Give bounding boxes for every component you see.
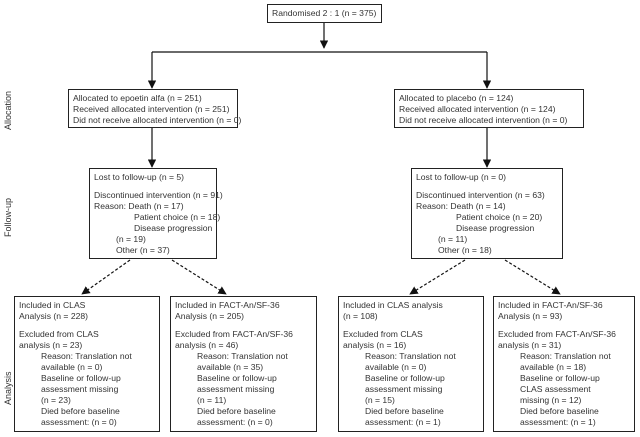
- died-n: assessment: (n = 1): [365, 417, 441, 427]
- included-n: Analysis (n = 205): [175, 311, 245, 321]
- baseline-line: Baseline or follow-up: [197, 373, 277, 383]
- died-line: Died before baseline: [365, 406, 444, 416]
- baseline-n: (n = 23): [41, 395, 71, 405]
- analysis-box-placebo-fact: Included in FACT-An/SF-36 Analysis (n = …: [493, 296, 635, 432]
- analysis-box-epoetin-fact: Included in FACT-An/SF-36 Analysis (n = …: [170, 296, 317, 432]
- arrow-to-fact-right: [504, 259, 561, 295]
- disease-progression: Disease progression: [134, 223, 213, 233]
- baseline-line: CLAS assessment: [520, 384, 591, 394]
- reason-line: Reason: Translation not: [197, 351, 288, 361]
- baseline-line: assessment missing: [365, 384, 443, 394]
- died-n: assessment: (n = 1): [520, 417, 596, 427]
- randomised-text: Randomised 2 : 1 (n = 375): [272, 8, 377, 18]
- discontinued: Discontinued intervention (n = 91): [94, 190, 223, 200]
- excluded-n: analysis (n = 16): [343, 340, 407, 350]
- reason-n: available (n = 0): [41, 362, 103, 372]
- baseline-line: Baseline or follow-up: [520, 373, 600, 383]
- arrow-to-fact-left: [171, 259, 227, 295]
- followup-box-epoetin: Lost to follow-up (n = 5) Discontinued i…: [89, 168, 223, 259]
- died-line: Died before baseline: [41, 406, 120, 416]
- reason-line: Reason: Translation not: [365, 351, 456, 361]
- reason-n: available (n = 18): [520, 362, 587, 372]
- excluded-n: analysis (n = 31): [498, 340, 562, 350]
- included-line: Included in CLAS analysis: [343, 300, 443, 310]
- excluded-n: analysis (n = 46): [175, 340, 239, 350]
- included-line: Included in CLAS: [19, 300, 86, 310]
- died-n: assessment: (n = 0): [41, 417, 117, 427]
- excluded-line: Excluded from CLAS: [19, 329, 99, 339]
- died-n: assessment: (n = 0): [197, 417, 273, 427]
- allocation-line: Received allocated intervention (n = 124…: [399, 104, 556, 114]
- included-line: Included in FACT-An/SF-36: [175, 300, 280, 310]
- stage-label-follow-up: Follow-up: [3, 197, 13, 237]
- allocation-line: Received allocated intervention (n = 251…: [73, 104, 230, 114]
- analysis-box-epoetin-clas: Included in CLAS Analysis (n = 228) Excl…: [14, 296, 160, 432]
- died-line: Died before baseline: [520, 406, 599, 416]
- baseline-line: assessment missing: [197, 384, 275, 394]
- included-n: Analysis (n = 228): [19, 311, 89, 321]
- excluded-line: Excluded from FACT-An/SF-36: [175, 329, 293, 339]
- patient-choice: Patient choice (n = 20): [456, 212, 543, 222]
- stage-label-allocation: Allocation: [3, 90, 13, 130]
- reason-line: Reason: Translation not: [41, 351, 132, 361]
- excluded-line: Excluded from CLAS: [343, 329, 423, 339]
- reason-death: Reason: Death (n = 17): [94, 201, 184, 211]
- baseline-line: Baseline or follow-up: [41, 373, 121, 383]
- baseline-line: assessment missing: [41, 384, 119, 394]
- arrow-to-clas-right: [409, 259, 466, 295]
- excluded-n: analysis (n = 23): [19, 340, 83, 350]
- baseline-n: (n = 11): [197, 395, 227, 405]
- arrow-to-clas-left: [81, 259, 131, 295]
- other: Other (n = 37): [116, 245, 170, 255]
- other: Other (n = 18): [438, 245, 492, 255]
- baseline-n: (n = 15): [365, 395, 395, 405]
- included-line: Included in FACT-An/SF-36: [498, 300, 603, 310]
- analysis-box-placebo-clas: Included in CLAS analysis (n = 108) Excl…: [338, 296, 484, 432]
- disease-progression: Disease progression: [456, 223, 535, 233]
- lost-to-followup: Lost to follow-up (n = 5): [94, 172, 185, 182]
- reason-n: available (n = 0): [365, 362, 427, 372]
- included-n: (n = 108): [343, 311, 378, 321]
- included-n: Analysis (n = 93): [498, 311, 563, 321]
- reason-n: available (n = 35): [197, 362, 264, 372]
- patient-choice: Patient choice (n = 18): [134, 212, 221, 222]
- disease-progression-n: (n = 19): [116, 234, 146, 244]
- excluded-line: Excluded from FACT-An/SF-36: [498, 329, 616, 339]
- allocation-line: Did not receive allocated intervention (…: [399, 115, 568, 125]
- stage-label-analysis: Analysis: [3, 371, 13, 405]
- baseline-n: missing (n = 12): [520, 395, 582, 405]
- allocation-line: Did not receive allocated intervention (…: [73, 115, 242, 125]
- reason-death: Reason: Death (n = 14): [416, 201, 506, 211]
- died-line: Died before baseline: [197, 406, 276, 416]
- baseline-line: Baseline or follow-up: [365, 373, 445, 383]
- allocation-box-epoetin: Allocated to epoetin alfa (n = 251) Rece…: [68, 89, 242, 128]
- discontinued: Discontinued intervention (n = 63): [416, 190, 545, 200]
- allocation-line: Allocated to placebo (n = 124): [399, 93, 514, 103]
- allocation-line: Allocated to epoetin alfa (n = 251): [73, 93, 202, 103]
- followup-box-placebo: Lost to follow-up (n = 0) Discontinued i…: [411, 168, 563, 259]
- lost-to-followup: Lost to follow-up (n = 0): [416, 172, 507, 182]
- allocation-box-placebo: Allocated to placebo (n = 124) Received …: [394, 89, 584, 128]
- reason-line: Reason: Translation not: [520, 351, 611, 361]
- disease-progression-n: (n = 11): [438, 234, 468, 244]
- randomised-box: Randomised 2 : 1 (n = 375): [267, 4, 382, 23]
